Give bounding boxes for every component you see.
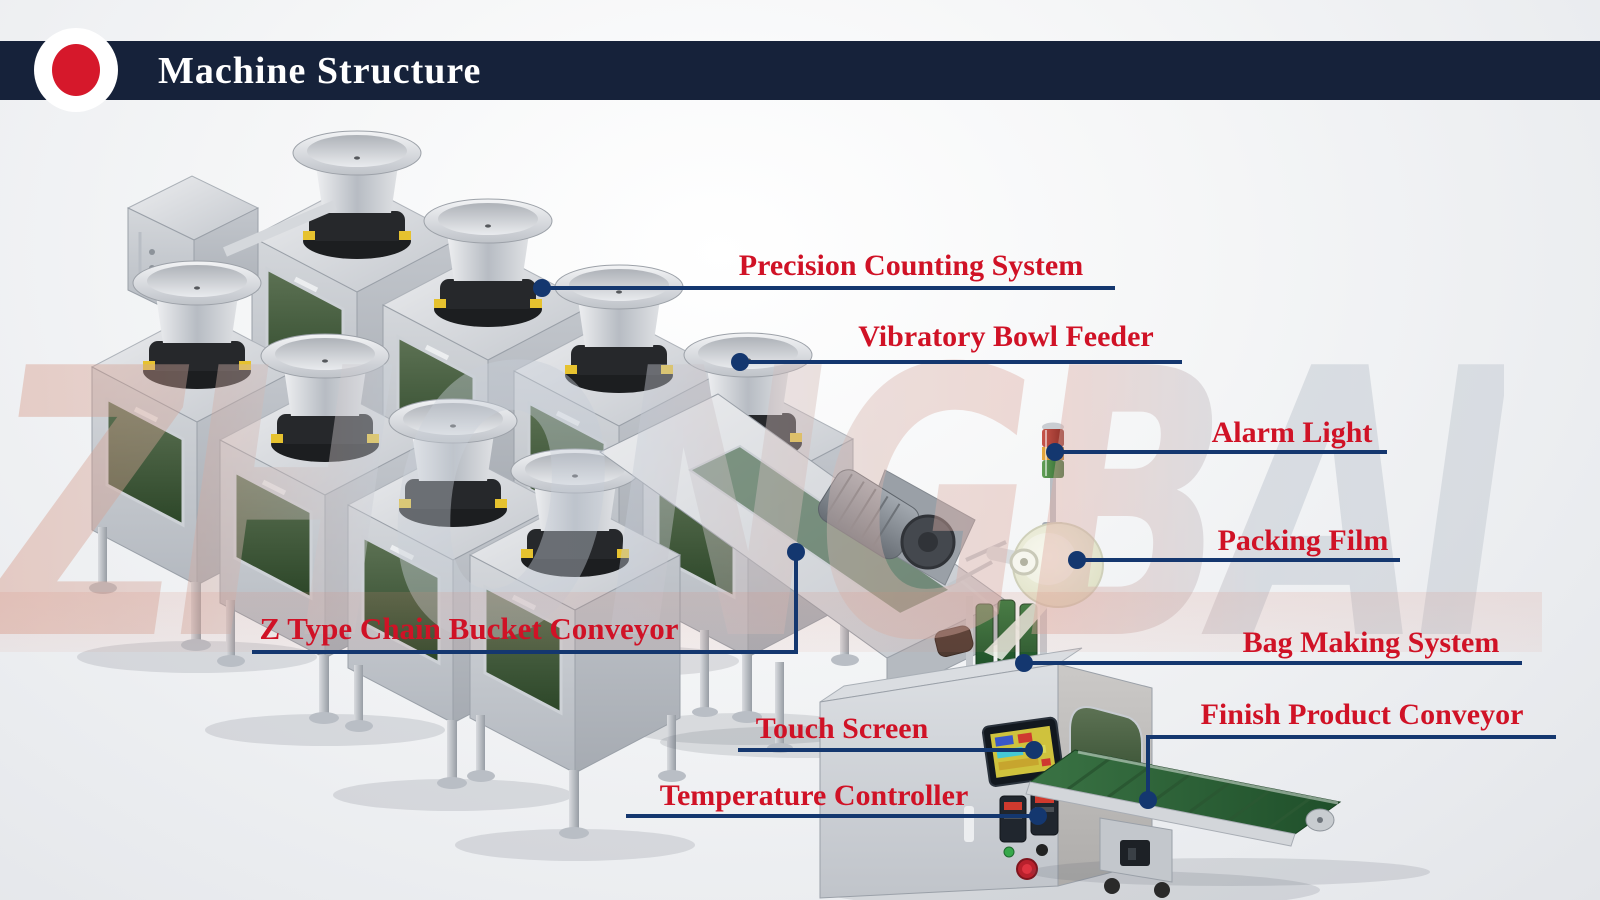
label-precision-counting-system: Precision Counting System	[738, 249, 1084, 282]
conveyor-motor	[818, 469, 920, 560]
label-packing-film: Packing Film	[1217, 524, 1389, 557]
label-touch-screen: Touch Screen	[755, 712, 929, 745]
label-bag-making-system: Bag Making System	[1242, 626, 1500, 659]
label-alarm-light: Alarm Light	[1211, 416, 1373, 449]
label-temperature-controller: Temperature Controller	[659, 779, 969, 812]
label-vibratory-bowl-feeder: Vibratory Bowl Feeder	[858, 320, 1154, 353]
header-bar: Machine Structure	[0, 28, 1600, 112]
finish-product-conveyor	[1025, 749, 1430, 898]
packaging-machine	[819, 422, 1430, 900]
logo-badge	[34, 28, 118, 112]
page-title: Machine Structure	[158, 49, 482, 92]
label-finish-product-conveyor: Finish Product Conveyor	[1200, 698, 1524, 731]
logo-red-circle-icon	[52, 44, 100, 96]
touch-screen-display	[981, 716, 1065, 787]
packing-film-roll	[947, 522, 1104, 660]
label-z-type-chain-bucket-conveyor: Z Type Chain Bucket Conveyor	[259, 611, 679, 646]
